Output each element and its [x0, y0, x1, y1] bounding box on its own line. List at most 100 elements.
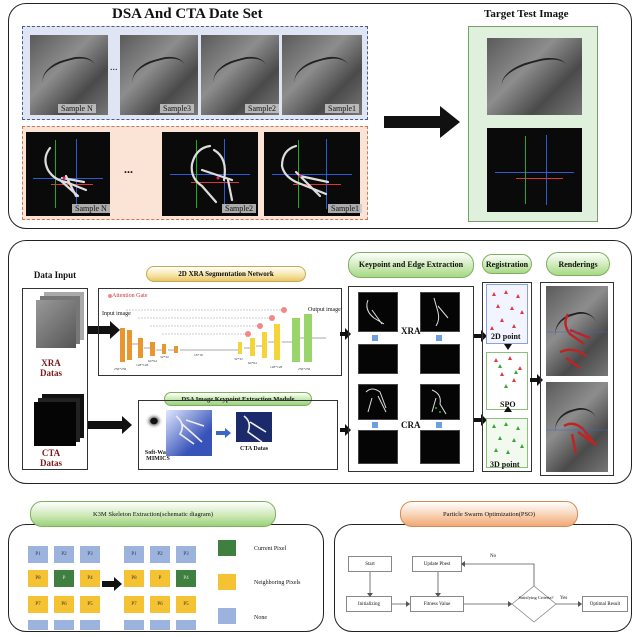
- grid-cell: [28, 620, 48, 630]
- target-title: Target Test Image: [484, 8, 569, 20]
- target-cta-image: [487, 128, 582, 212]
- legend-neighbor-label: Neighboring Pixels: [254, 580, 301, 586]
- mimics-cube-image: [166, 410, 212, 456]
- big-right-arrow: [384, 106, 460, 138]
- grid-cell: [124, 620, 144, 630]
- input-arrows: [88, 321, 132, 434]
- pso-title: Particle Swarm Optimization(PSO): [400, 501, 578, 527]
- pso-yes-label: Yes: [560, 596, 568, 601]
- channel-label: 16*16: [194, 353, 203, 357]
- cta-sample-image: [264, 132, 360, 216]
- grid-cell: P: [54, 570, 74, 587]
- cra-tag: CRA: [401, 420, 421, 430]
- point3d-panel: [486, 418, 528, 468]
- pso-fitness: Fitness Value: [410, 596, 464, 612]
- grid-cell: P4: [80, 570, 100, 587]
- grid-cell: [80, 620, 100, 630]
- to-registration-arrows: [474, 330, 487, 426]
- keypoint-module-title: DSA Image Keypoint Extraction Module: [164, 392, 312, 406]
- target-dsa-image: [487, 38, 582, 115]
- renderings-box: [540, 282, 614, 476]
- registration-box: [482, 282, 532, 472]
- dsa-sample-label: Sample2: [245, 104, 279, 113]
- dsa-dataset-title: DSA And CTA Date Set: [112, 6, 263, 22]
- dsa-sample-image: [120, 35, 198, 115]
- registration-points: [490, 290, 524, 454]
- channel-label: 256*256: [298, 367, 311, 371]
- channel-label: 256*256: [114, 367, 127, 371]
- grid-cell: [54, 620, 74, 630]
- to-keypoint-arrows: [340, 328, 351, 436]
- dsa-sample-label: Sample1: [325, 104, 359, 113]
- mimics-eye-icon: [146, 414, 162, 428]
- grid-cell: P8: [28, 570, 48, 587]
- grid-cell: P: [150, 570, 170, 587]
- pso-start: Start: [348, 556, 392, 572]
- grid-cell: P6: [54, 596, 74, 613]
- data-input-title: Data Input: [33, 270, 77, 280]
- dsa-sample-label: Sample N: [58, 104, 96, 113]
- pso-init: Initializing: [346, 596, 392, 612]
- k3m-title: K3M Skeleton Extraction(schematic diagra…: [30, 501, 276, 527]
- grid-cell: P7: [124, 596, 144, 613]
- vessel-stylized: [175, 415, 267, 445]
- cta-stack-image: [34, 402, 76, 446]
- module-small-arrow: [216, 428, 231, 438]
- channel-label: 64*64: [148, 359, 157, 363]
- dsa-sample-label: Sample3: [160, 104, 194, 113]
- grid-cell: P3: [176, 546, 196, 563]
- middle-panel: [8, 240, 632, 484]
- cra-keypoint-image: [358, 430, 398, 464]
- grid-cell: P5: [176, 596, 196, 613]
- spo-panel: [486, 352, 528, 410]
- pso-no-label: No: [490, 554, 497, 559]
- to-renderings-arrow: [530, 374, 543, 386]
- legend-current-swatch: [218, 540, 236, 556]
- grid-cell: P1: [28, 546, 48, 563]
- k3m-arrow: [102, 577, 122, 591]
- cta-sample-label: Sample2: [222, 204, 256, 213]
- channel-label: 128*128: [136, 363, 149, 367]
- cta-sample-label: Sample N: [72, 204, 110, 213]
- channel-label: 32*32: [160, 355, 169, 359]
- pso-result: Optimal Result: [582, 596, 628, 612]
- attention-gate-label: Attention Gate: [112, 293, 148, 299]
- grid-cell: P8: [124, 570, 144, 587]
- cta-ellipsis: ...: [124, 162, 133, 176]
- rendering-overlays: [546, 313, 608, 455]
- cta-datas-small-label: CTA Datas: [240, 446, 269, 452]
- grid-cell: P2: [54, 546, 74, 563]
- legend-current-label: Current Pixel: [254, 546, 287, 552]
- cta-datas-label: CTA Datas: [40, 448, 62, 468]
- segnet-diagram: 256*256 128*128 64*64 32*32 16*16 32*32 …: [108, 294, 326, 371]
- legend-none-swatch: [218, 608, 236, 624]
- data-input-box: [22, 288, 88, 470]
- segnet-title: 2D XRA Segmentation Network: [146, 266, 306, 282]
- grid-cell: [150, 620, 170, 630]
- grid-cell: [176, 620, 196, 630]
- dsa-sample-image: [30, 35, 108, 115]
- pso-decision: Satisfying Criteria?: [518, 595, 554, 600]
- channel-label: 128*128: [270, 365, 283, 369]
- xra-vessel-image: [358, 292, 398, 332]
- grid-cell: P1: [124, 546, 144, 563]
- grid-cell: P7: [28, 596, 48, 613]
- output-image-label: Output image: [308, 307, 341, 313]
- xra-datas-label: XRA Datas: [40, 358, 62, 378]
- mimics-label: Soft-Ware MIMICS: [144, 450, 172, 462]
- grid-cell: P2: [150, 546, 170, 563]
- grid-cell: P6: [150, 596, 170, 613]
- cta-sample-label: Sample1: [328, 204, 362, 213]
- dsa-ellipsis: ...: [110, 62, 118, 73]
- pso-flow-lines: [367, 561, 582, 623]
- channel-label: 32*32: [234, 357, 243, 361]
- grid-cell: P3: [80, 546, 100, 563]
- spo-label: SPO: [500, 400, 516, 409]
- dsa-sample-image: [282, 35, 362, 115]
- xra-stack-image: [36, 300, 76, 348]
- xra-keypoint-image: [358, 344, 398, 374]
- legend-none-label: None: [254, 615, 267, 621]
- input-image-label: Input image: [102, 311, 131, 317]
- rendering-image: [546, 382, 608, 472]
- keypoint-module-box: [138, 400, 338, 470]
